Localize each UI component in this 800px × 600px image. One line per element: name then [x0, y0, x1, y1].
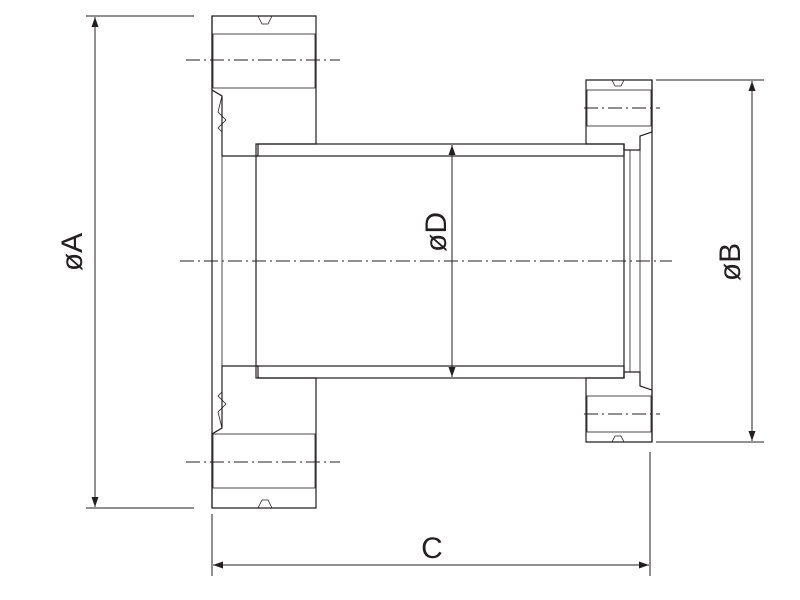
large-flange-bottom-section [211, 365, 317, 509]
small-flange-bottom-section [585, 371, 653, 443]
large-flange [211, 15, 317, 509]
tube-top-wall [255, 143, 625, 157]
dimension-b: øB [656, 79, 764, 443]
center-lines [180, 59, 672, 463]
dimension-a: øA [56, 15, 194, 509]
tube-bottom-wall [255, 365, 625, 379]
dimension-c: C [211, 452, 651, 576]
large-flange-bottom-bolt-hole [212, 433, 316, 489]
large-flange-top-section [211, 15, 317, 157]
small-flange-top-section [585, 79, 653, 151]
dim-c-label: C [421, 532, 443, 565]
large-flange-top-bolt-hole [212, 33, 316, 89]
dimension-d: øD [420, 145, 456, 377]
dim-a-label: øA [56, 233, 89, 271]
dim-d-label: øD [420, 212, 453, 252]
dim-b-label: øB [714, 243, 747, 281]
